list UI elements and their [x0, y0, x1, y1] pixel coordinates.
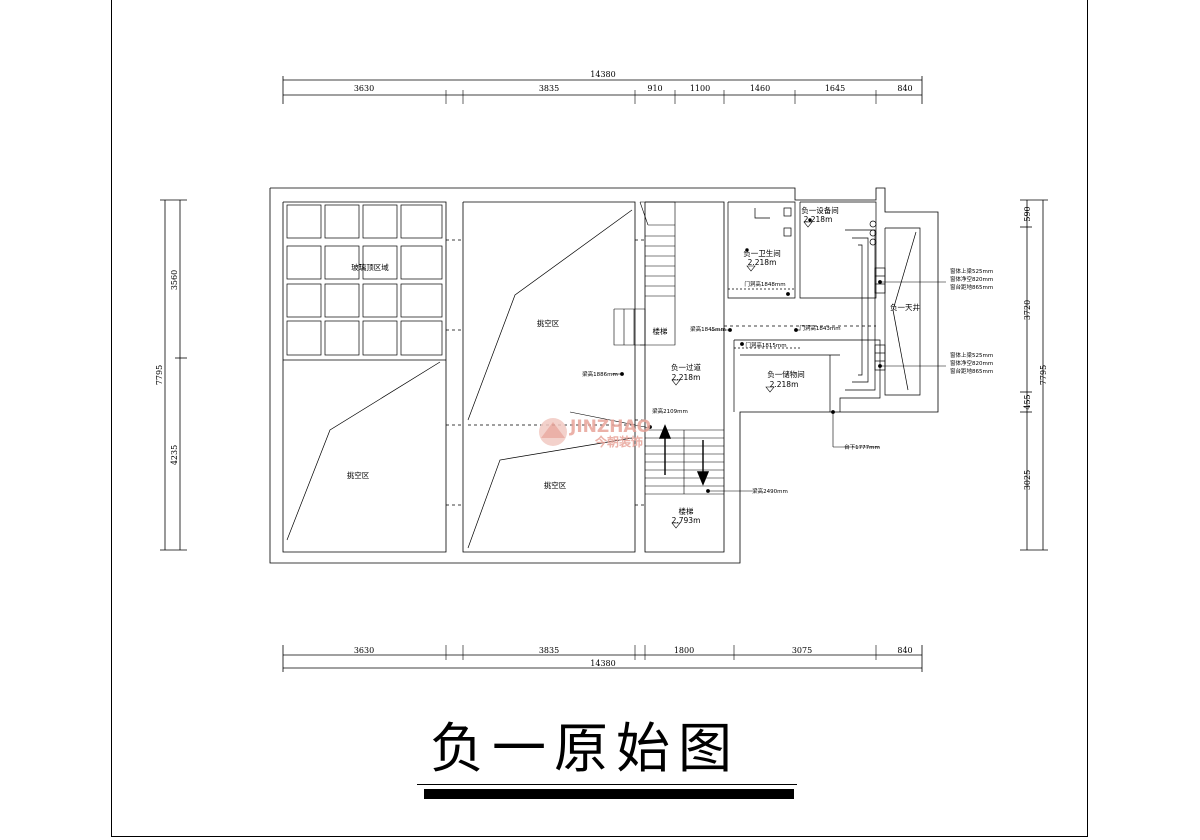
note-step: 台下1777mm: [844, 443, 880, 451]
top-dim-6: 1645: [825, 84, 845, 93]
note-window-1a: 窗体上梁525mm: [950, 267, 993, 275]
right-dim-4: 3025: [1023, 470, 1032, 490]
top-dim-3: 910: [647, 84, 662, 93]
note-window-2c: 窗台距地865mm: [950, 367, 993, 375]
note-window-2b: 窗体净空820mm: [950, 359, 993, 367]
note-leaders: [569, 218, 946, 493]
bottom-total-dim: 14380: [590, 659, 615, 668]
note-window-1b: 窗体净空820mm: [950, 275, 993, 283]
room-stair-upper: 楼梯: [653, 326, 668, 336]
room-void-2: 挑空区: [347, 470, 370, 480]
note-beam-4: 梁高2490mm: [752, 487, 788, 495]
watermark-latin: JINZHAO: [569, 417, 651, 437]
top-dim-4: 1100: [690, 84, 710, 93]
top-dim-5: 1460: [750, 84, 770, 93]
room-storage-elev: 2.218m: [770, 380, 799, 389]
right-total-dim: 7795: [1039, 365, 1048, 385]
bottom-dim-2: 3835: [539, 646, 559, 655]
note-window-1c: 窗台距地865mm: [950, 283, 993, 291]
title-underline-thin: [417, 784, 797, 785]
room-equip-elev: 2.218m: [804, 215, 833, 224]
void-outlines: [286, 209, 645, 549]
room-stair-lower-elev: 2.793m: [672, 516, 701, 525]
right-dim-3: 455: [1023, 394, 1032, 409]
elevation-markers: [671, 221, 813, 529]
left-dim-2: 4235: [170, 445, 179, 465]
top-dim-7: 840: [897, 84, 912, 93]
left-total-dim: 7795: [155, 365, 164, 385]
top-dim-2: 3835: [539, 84, 559, 93]
right-dim-1: 590: [1023, 206, 1032, 221]
note-door-1: 门洞高1848mm: [744, 280, 785, 288]
room-stair-lower: 楼梯: [679, 506, 694, 516]
note-door-3: 门洞高1815mm: [745, 341, 786, 349]
room-void-1: 挑空区: [537, 318, 560, 328]
right-dim-2: 3720: [1023, 300, 1032, 320]
bottom-dim-4: 3075: [792, 646, 812, 655]
room-bath: 负一卫生间: [743, 248, 781, 258]
note-beam-3: 梁高1845mm: [690, 325, 726, 333]
room-void-3: 挑空区: [544, 480, 567, 490]
stair-arrows: [658, 424, 710, 486]
glass-roof-grid: [283, 204, 446, 361]
bottom-dim-1: 3630: [354, 646, 374, 655]
right-dimensions: 590 3720 455 3025 7795: [1020, 199, 1048, 551]
lower-stair: [645, 429, 724, 495]
watermark-cn: 今朝装饰: [594, 434, 643, 449]
room-lightwell: 负一天井: [890, 302, 920, 312]
room-equip: 负一设备间: [801, 205, 839, 215]
room-bath-elev: 2.218m: [748, 258, 777, 267]
note-window-2a: 窗体上梁525mm: [950, 351, 993, 359]
left-dimensions: 7795 3560 4235: [155, 199, 187, 551]
right-rooms: [724, 201, 921, 412]
note-door-2: 门洞高1843mm: [799, 324, 840, 332]
upper-stair: [613, 201, 676, 346]
top-total-dim: 14380: [590, 70, 615, 79]
bottom-dim-3: 1800: [674, 646, 694, 655]
watermark: JINZHAO 今朝装饰: [539, 417, 651, 449]
room-hall: 负一过道: [671, 362, 701, 372]
outer-walls: [269, 187, 939, 564]
title-underline-thick: [424, 789, 794, 799]
bottom-dimensions: 3630 3835 1800 3075 840 14380: [282, 645, 923, 672]
page-title: 负一原始图: [430, 717, 740, 780]
bottom-dim-5: 840: [897, 646, 912, 655]
note-beam-1: 梁高1886mm: [582, 370, 618, 378]
room-glass-roof: 玻璃顶区域: [351, 262, 389, 272]
top-dimensions: 14380 3630 3835 910 1100 1460 1645 840: [282, 70, 923, 104]
room-storage: 负一储物间: [767, 369, 805, 379]
drawing-frame: [111, 0, 1088, 837]
top-dim-1: 3630: [354, 84, 374, 93]
note-beam-2: 梁高2109mm: [652, 407, 688, 415]
left-dim-1: 3560: [170, 270, 179, 290]
room-hall-elev: 2.218m: [672, 373, 701, 382]
